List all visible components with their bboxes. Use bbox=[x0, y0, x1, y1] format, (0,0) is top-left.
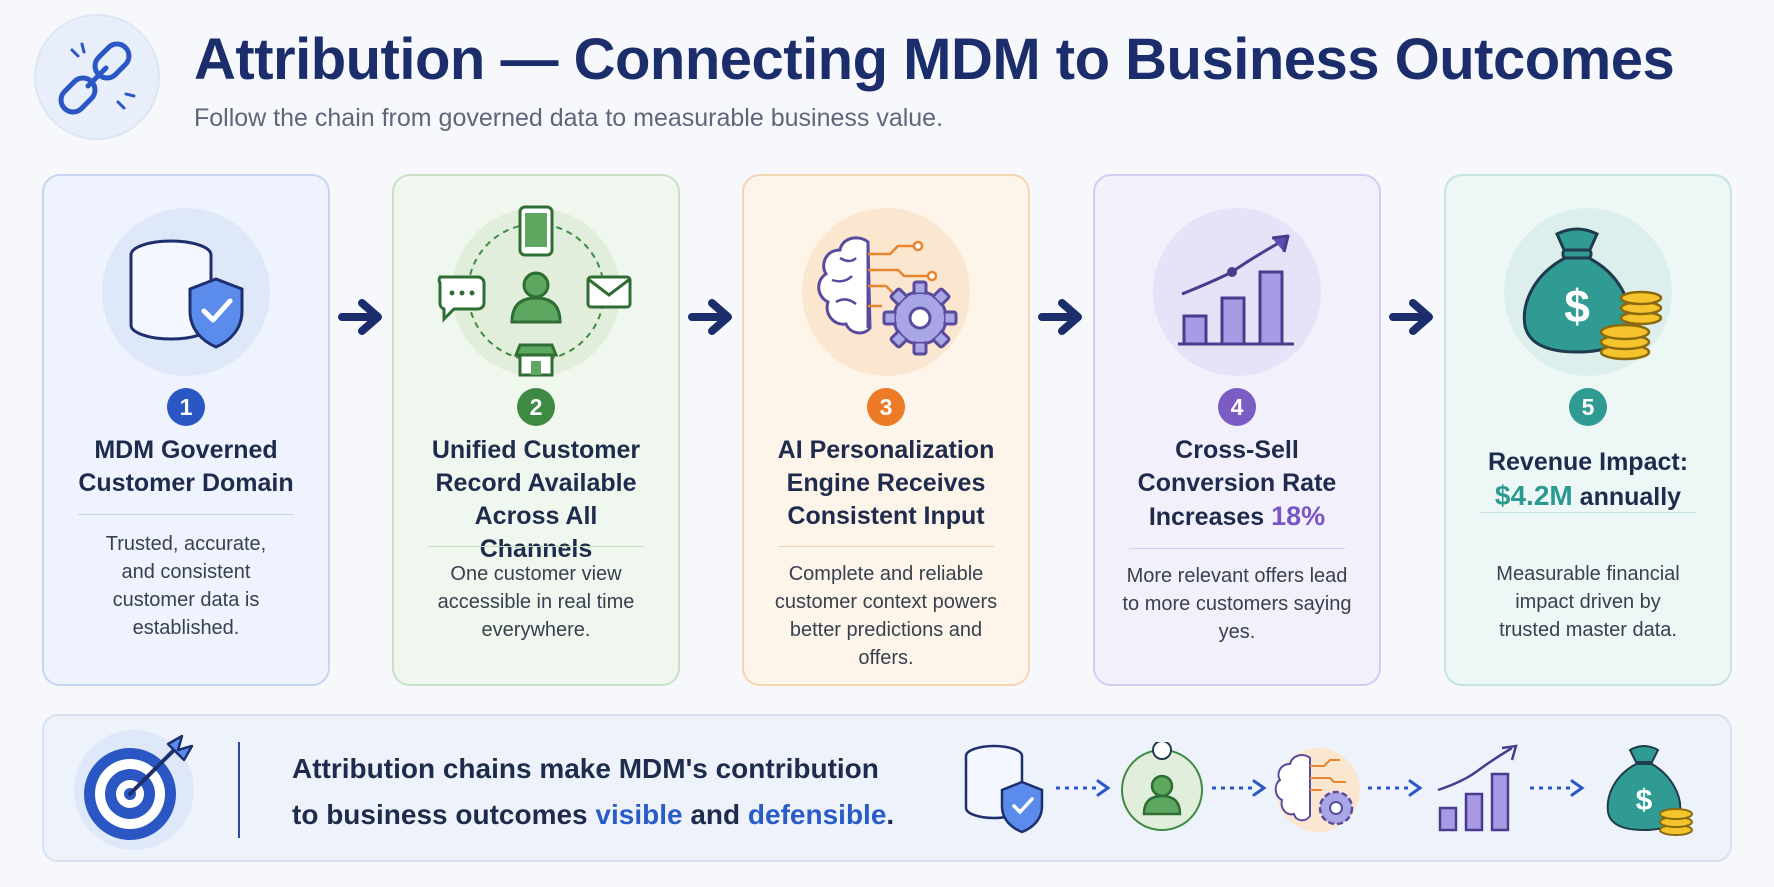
ai-brain-gear-icon bbox=[817, 236, 958, 356]
arrow-right-icon bbox=[1389, 299, 1433, 335]
omnichannel-customer-icon bbox=[437, 205, 632, 377]
step-card-1: 1 MDM Governed Customer Domain Trusted, … bbox=[42, 174, 330, 686]
mini-ai-brain-gear-icon bbox=[1274, 748, 1360, 832]
step-5-icon-circle: $ bbox=[1504, 208, 1672, 376]
summary-panel: Attribution chains make MDM's contributi… bbox=[42, 714, 1732, 862]
svg-text:$: $ bbox=[1564, 280, 1590, 332]
summary-text-part: . bbox=[886, 799, 895, 830]
step-title-suffix: annually bbox=[1572, 483, 1682, 511]
svg-text:$: $ bbox=[1636, 784, 1653, 817]
step-title-line: Conversion Rate bbox=[1137, 469, 1337, 497]
step-2-icon-circle bbox=[437, 205, 632, 377]
step-3-icon-circle bbox=[802, 208, 970, 376]
step-number-badge: 2 bbox=[517, 388, 555, 426]
mini-money-bag-icon: $ bbox=[1606, 745, 1693, 836]
step-title: MDM Governed Customer Domain bbox=[78, 436, 294, 497]
step-description: More relevant offers lead to more custom… bbox=[1122, 565, 1352, 643]
header-logo bbox=[34, 14, 160, 140]
page-subtitle: Follow the chain from governed data to m… bbox=[194, 104, 944, 132]
dotted-arrow-icon bbox=[1368, 779, 1423, 797]
arrow-right-icon bbox=[338, 299, 382, 335]
conversion-rate-highlight: 18% bbox=[1271, 501, 1326, 531]
mini-growth-chart-icon bbox=[1437, 744, 1518, 832]
step-4-icon-circle bbox=[1153, 208, 1321, 376]
summary-highlight-defensible: defensible bbox=[747, 799, 887, 830]
divider bbox=[1129, 548, 1345, 549]
divider bbox=[428, 546, 644, 547]
revenue-highlight: $4.2M bbox=[1494, 480, 1573, 511]
step-card-2: 2 Unified Customer Record Available Acro… bbox=[392, 174, 680, 686]
step-title-line: Increases bbox=[1148, 503, 1272, 531]
divider bbox=[778, 546, 994, 547]
step-title: Cross-Sell Conversion Rate Increases 18% bbox=[1105, 434, 1369, 534]
step-number-badge: 5 bbox=[1569, 388, 1607, 426]
step-number-badge: 4 bbox=[1218, 388, 1256, 426]
step-title-line: Cross-Sell bbox=[1175, 436, 1299, 464]
step-description: Trusted, accurate, and consistent custom… bbox=[105, 533, 267, 639]
page-title: Attribution — Connecting MDM to Business… bbox=[194, 27, 1675, 92]
money-bag-coins-icon: $ bbox=[1522, 227, 1663, 361]
step-title: Unified Customer Record Available Across… bbox=[431, 436, 641, 563]
mini-database-shield-icon bbox=[964, 744, 1044, 834]
mini-omnichannel-customer-icon bbox=[1121, 742, 1203, 831]
step-number-badge: 1 bbox=[167, 388, 205, 426]
step-1-icon-circle bbox=[102, 208, 270, 376]
target-bullseye-icon bbox=[74, 730, 194, 850]
step-description: Measurable financial impact driven by tr… bbox=[1496, 563, 1680, 641]
vertical-divider bbox=[238, 742, 240, 838]
summary-text: Attribution chains make MDM's contributi… bbox=[292, 746, 912, 838]
step-card-3: 3 AI Personalization Engine Receives Con… bbox=[742, 174, 1030, 686]
arrow-right-icon bbox=[1038, 299, 1082, 335]
step-title: AI Personalization Engine Receives Consi… bbox=[777, 436, 995, 530]
step-card-5: $ 5 Revenue Impact: $4.2M annually Measu… bbox=[1444, 174, 1732, 686]
growth-chart-icon bbox=[1178, 234, 1294, 346]
dotted-arrow-icon bbox=[1530, 779, 1585, 797]
summary-highlight-visible: visible bbox=[595, 799, 683, 830]
step-title-line: Revenue Impact: bbox=[1487, 448, 1689, 476]
summary-text-part: and bbox=[682, 799, 748, 830]
arrow-right-icon bbox=[688, 299, 732, 335]
dotted-arrow-icon bbox=[1056, 779, 1111, 797]
summary-text-part: Attribution chains make MDM's contributi… bbox=[292, 753, 879, 830]
step-title: Revenue Impact: $4.2M annually bbox=[1456, 446, 1720, 514]
divider bbox=[1480, 512, 1696, 513]
divider bbox=[78, 514, 294, 515]
step-description: One customer view accessible in real tim… bbox=[437, 563, 635, 641]
step-description: Complete and reliable customer context p… bbox=[774, 563, 998, 669]
step-card-4: 4 Cross-Sell Conversion Rate Increases 1… bbox=[1093, 174, 1381, 686]
step-number-badge: 3 bbox=[867, 388, 905, 426]
database-shield-icon bbox=[129, 239, 244, 349]
dotted-arrow-icon bbox=[1212, 779, 1267, 797]
link-chain-icon bbox=[58, 41, 136, 115]
